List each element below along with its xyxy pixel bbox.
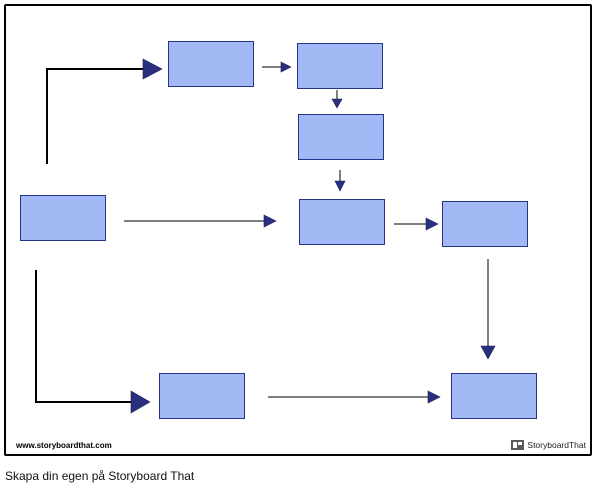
website-label: www.storyboardthat.com — [16, 441, 112, 450]
caption-text: Skapa din egen på Storyboard That — [5, 469, 195, 483]
box-top-1 — [168, 41, 254, 87]
box-middle-1 — [299, 199, 385, 245]
arrow-head-start-to-bottom-1 — [130, 390, 151, 414]
connector-start-to-top-1 — [46, 68, 144, 164]
arrow-head-top-2-to-top-3 — [331, 98, 343, 109]
brand-logo: StoryboardThat — [511, 440, 586, 450]
arrow-head-start-to-top-1 — [142, 58, 163, 80]
box-top-2 — [297, 43, 383, 89]
arrow-head-middle-2-to-bottom-2 — [480, 345, 496, 360]
box-bottom-2 — [451, 373, 537, 419]
brand-name: StoryboardThat — [527, 440, 586, 450]
arrow-head-start-to-middle-1 — [263, 214, 277, 228]
arrow-head-middle-1-to-middle-2 — [425, 217, 439, 231]
storyboard-logo-icon — [511, 440, 525, 450]
box-middle-2 — [442, 201, 528, 247]
box-start — [20, 195, 106, 241]
box-bottom-1 — [159, 373, 245, 419]
connector-start-to-bottom-1 — [35, 270, 132, 403]
arrow-head-top-3-to-middle-1 — [334, 180, 346, 192]
arrow-head-bottom-1-to-bottom-2 — [427, 390, 441, 404]
arrow-head-top-1-to-top-2 — [280, 61, 292, 73]
box-top-3 — [298, 114, 384, 160]
